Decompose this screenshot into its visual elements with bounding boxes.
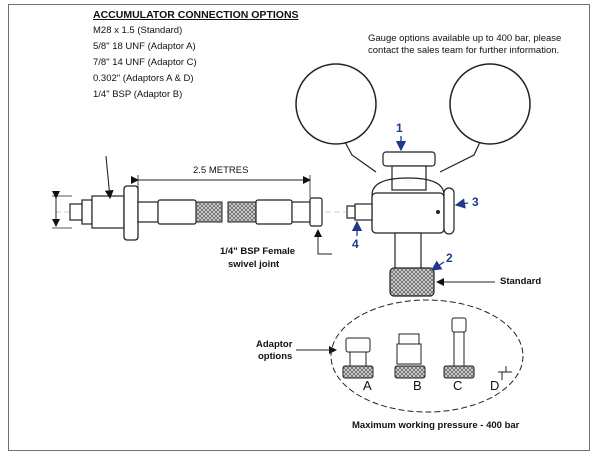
hose-length-label: 2.5 METRES [193, 165, 249, 176]
diagram-frame [8, 4, 590, 451]
option-item: 1/4" BSP (Adaptor B) [93, 89, 183, 100]
adaptor-label-line: Adaptor [256, 339, 293, 350]
callout-number: 1 [396, 121, 403, 135]
gauge-note-line: contact the sales team for further infor… [368, 45, 560, 56]
hose-assembly [55, 185, 350, 241]
standard-label: Standard [500, 276, 542, 287]
swivel-label-line: swivel joint [228, 259, 280, 270]
right-gauge [439, 63, 531, 173]
leader-lines [296, 229, 495, 354]
dimension-lines [52, 155, 311, 229]
option-item: 7/8" 14 UNF (Adaptor C) [93, 57, 197, 68]
adaptor-letter: B [413, 378, 422, 393]
option-item: 0.302" (Adaptors A & D) [93, 73, 194, 84]
adaptor-letter: D [490, 378, 500, 393]
adaptor-options-group [330, 299, 524, 413]
callout-number: 2 [446, 251, 453, 265]
adaptor-label-line: options [258, 351, 293, 362]
swivel-label-line: 1/4" BSP Female [220, 246, 296, 257]
callout-number: 4 [352, 237, 359, 251]
option-item: M28 x 1.5 (Standard) [93, 25, 183, 36]
adaptor-letter: A [363, 378, 372, 393]
left-gauge [295, 63, 377, 173]
gauge-note-line: Gauge options available up to 400 bar, p… [368, 33, 562, 44]
valve-body [346, 151, 455, 297]
callout-arrows [351, 136, 469, 271]
callout-number: 3 [472, 195, 479, 209]
option-item: 5/8" 18 UNF (Adaptor A) [93, 41, 196, 52]
max-pressure-note: Maximum working pressure - 400 bar [352, 420, 520, 431]
options-heading: ACCUMULATOR CONNECTION OPTIONS [93, 9, 299, 21]
adaptor-letter: C [453, 378, 463, 393]
